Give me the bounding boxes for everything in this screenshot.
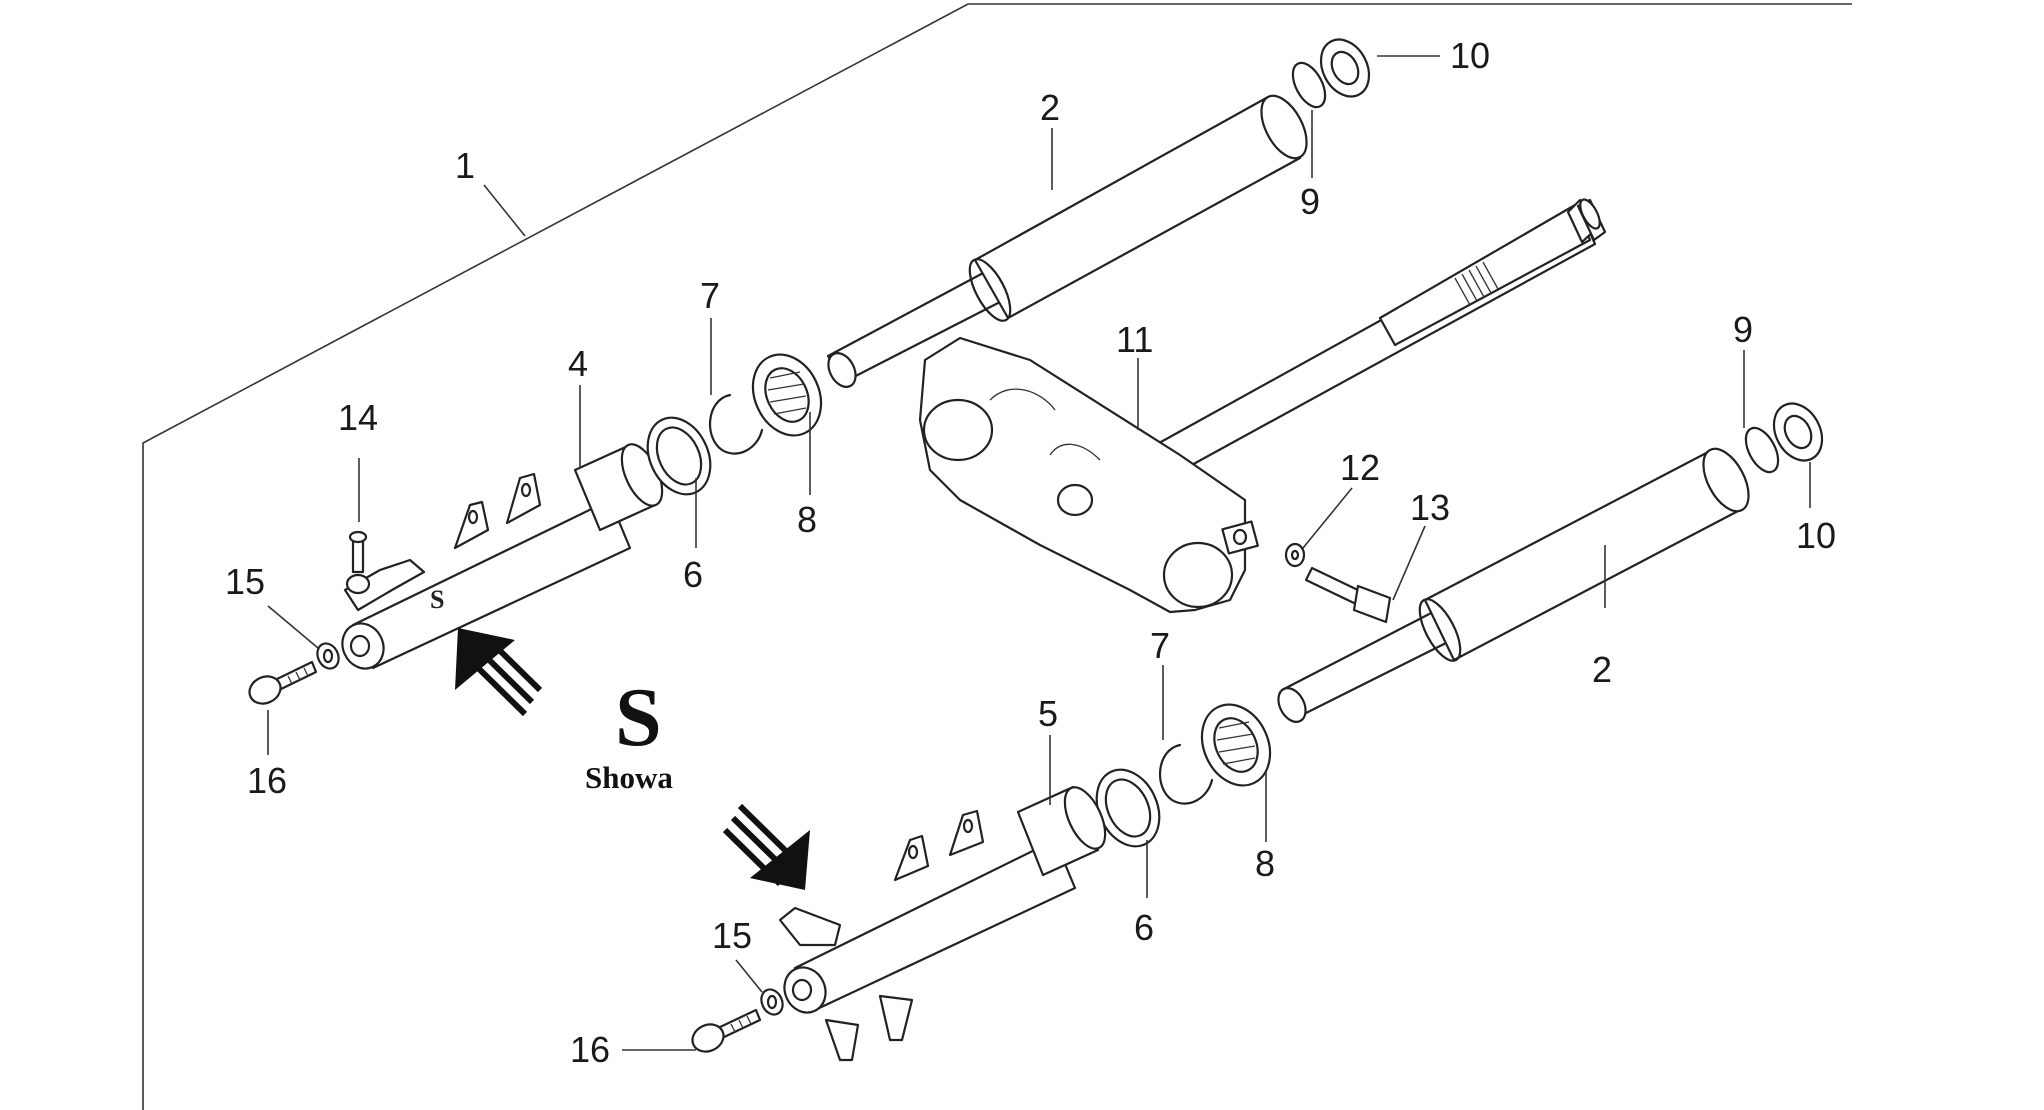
part-11-triple-clamp — [918, 198, 1607, 614]
callout-6-left: 6 — [683, 554, 703, 595]
callout-4: 4 — [568, 343, 588, 384]
part-10-cap-right — [1772, 402, 1824, 462]
callout-8-right: 8 — [1255, 843, 1275, 884]
arrow-down-right-icon — [722, 803, 810, 890]
fork-marking: S — [430, 585, 444, 614]
part-6-bushing-left — [646, 416, 712, 496]
callout-14: 14 — [338, 397, 378, 438]
arrow-up-left-icon — [455, 628, 543, 717]
left-fork-leg: S — [341, 443, 664, 670]
callout-9-top: 9 — [1300, 181, 1320, 222]
part-13-bolt — [1304, 566, 1392, 624]
callout-16-left: 16 — [247, 760, 287, 801]
assembly-bracket — [142, 3, 1852, 1110]
callout-labels: 1 2 2 4 5 6 6 7 7 8 8 9 9 10 10 11 12 13… — [225, 35, 1836, 1070]
leader-lines — [267, 55, 1811, 1051]
right-fork-leg — [778, 785, 1107, 1062]
callout-2-right: 2 — [1592, 649, 1612, 690]
part-16-bolt-right — [691, 1008, 762, 1053]
callout-7-right: 7 — [1150, 625, 1170, 666]
callout-2-top: 2 — [1040, 87, 1060, 128]
brand-name: Showa — [585, 760, 673, 795]
brand-letter: S — [615, 671, 662, 764]
callout-10-right: 10 — [1796, 515, 1836, 556]
part-15-washer-right — [760, 988, 784, 1016]
callout-13: 13 — [1410, 487, 1450, 528]
part-14-screw — [345, 530, 371, 595]
callout-8-left: 8 — [797, 499, 817, 540]
part-7-clip-left — [709, 393, 764, 455]
part-2-fork-tube-right — [1277, 447, 1750, 723]
callout-11: 11 — [1116, 319, 1153, 360]
part-9-oring-right — [1744, 426, 1780, 474]
part-8-seal-left — [751, 353, 823, 437]
part-10-cap-top — [1319, 38, 1371, 98]
callout-12: 12 — [1340, 447, 1380, 488]
part-7-clip-right — [1159, 743, 1214, 805]
callout-10-top: 10 — [1450, 35, 1490, 76]
part-2-fork-tube-top — [826, 94, 1308, 388]
callout-15-right: 15 — [712, 915, 752, 956]
part-8-seal-right — [1200, 703, 1272, 787]
part-15-washer-left — [316, 642, 340, 670]
callout-16-right: 16 — [570, 1029, 610, 1070]
part-16-bolt-left — [248, 660, 318, 705]
callout-9-right: 9 — [1733, 309, 1753, 350]
callout-6-right: 6 — [1134, 907, 1154, 948]
callout-5: 5 — [1038, 693, 1058, 734]
callout-1: 1 — [455, 145, 475, 186]
part-9-oring-top — [1291, 61, 1327, 109]
callout-15-left: 15 — [225, 561, 265, 602]
callout-7-left: 7 — [700, 275, 720, 316]
part-12-washer — [1284, 542, 1306, 568]
